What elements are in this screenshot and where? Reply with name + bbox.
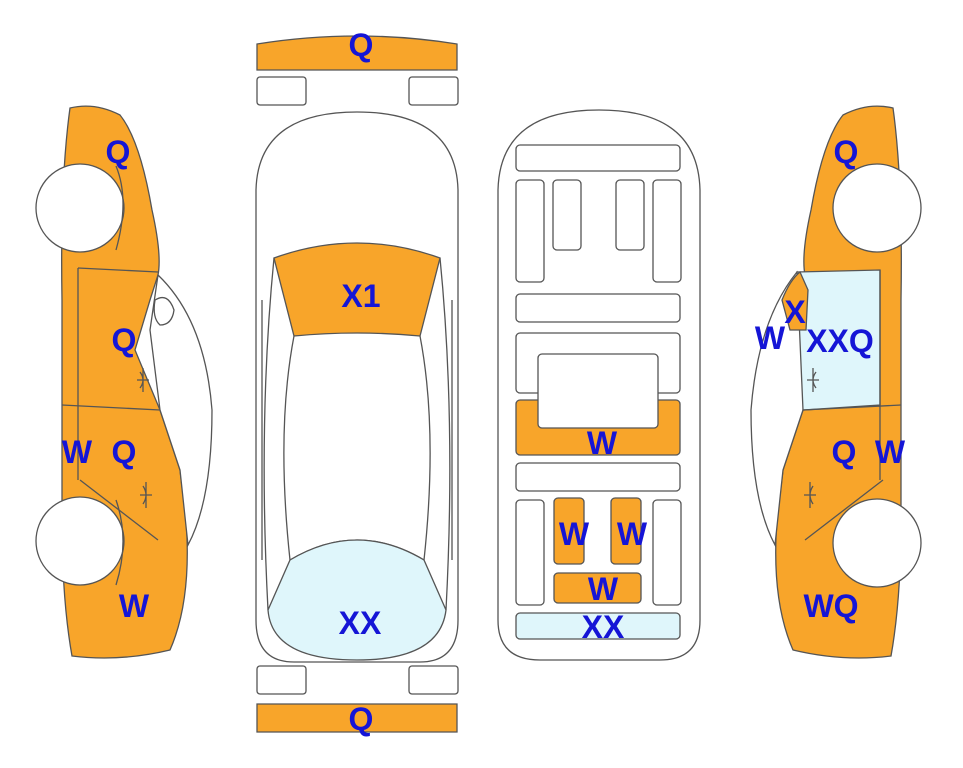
floor-rail-left-2 (515, 499, 545, 606)
front-bumper-shape (256, 35, 458, 71)
front-right-light (408, 76, 459, 106)
right-pillar-shape (781, 270, 809, 331)
floor-right-panel (610, 497, 642, 565)
label-rear-glass: XX (339, 605, 382, 641)
floor-rail-right-2 (652, 499, 682, 606)
floor-rear-panel-shape (515, 612, 681, 640)
floor-view (497, 109, 701, 661)
right-door-handles (804, 368, 819, 508)
left-wheel-arch-rear (115, 499, 124, 586)
left-side-glass (149, 273, 213, 548)
right-door-divider (802, 270, 902, 541)
damage-labels: Q Q X1 XX Q Q Q W W W W W W XX Q X W XXQ… (62, 27, 906, 737)
left-side-view (35, 105, 213, 659)
right-side-glass-rear (750, 270, 814, 548)
right-rear-wheel (832, 498, 922, 588)
floor-center-box (537, 353, 659, 429)
left-door-handles (137, 368, 152, 508)
label-right-rear-door: Q (832, 434, 857, 470)
label-hood: X1 (341, 278, 380, 314)
top-view (255, 35, 459, 733)
floor-lower-panel (553, 572, 642, 604)
right-side-view (750, 105, 922, 659)
left-front-wheel (35, 163, 125, 253)
label-right-front-fender: Q (834, 134, 859, 170)
label-right-rocker: W (875, 434, 906, 470)
rear-left-light (256, 665, 307, 695)
label-front-bumper: Q (349, 27, 374, 63)
floor-left-panel (553, 497, 585, 565)
label-right-pillar-edge: W (755, 320, 786, 356)
floor-rail-right (652, 179, 682, 283)
label-floor-right: W (617, 516, 648, 552)
right-front-wheel (832, 163, 922, 253)
floor-mid-bar (515, 293, 681, 323)
label-floor-center: W (587, 425, 618, 461)
label-floor-left: W (559, 516, 590, 552)
left-rear-wheel (35, 496, 125, 586)
label-floor-rear-panel: XX (582, 609, 625, 645)
left-wheel-arch-front (115, 165, 124, 251)
rear-glass-shape (267, 539, 447, 661)
label-left-front-fender: Q (106, 134, 131, 170)
label-left-rear-quarter: W (119, 588, 150, 624)
label-floor-lower: W (588, 571, 619, 607)
label-rear-bumper: Q (349, 701, 374, 737)
left-mirror (153, 296, 175, 326)
floor-rail-left (515, 179, 545, 283)
label-left-rocker: W (62, 434, 93, 470)
rear-right-light (408, 665, 459, 695)
label-left-front-door: Q (112, 322, 137, 358)
floor-front-bar (515, 144, 681, 172)
floor-slot-right (615, 179, 645, 251)
front-left-light (256, 76, 307, 106)
label-right-rear-quarter: WQ (803, 588, 858, 624)
side-lines (261, 257, 453, 611)
label-right-pillar: X (784, 294, 806, 330)
floor-slot-left (552, 179, 582, 251)
floor-lower-bar (515, 462, 681, 492)
label-right-front-glass: XXQ (806, 323, 874, 359)
rear-bumper-shape (256, 703, 458, 733)
label-left-rear-door: Q (112, 434, 137, 470)
